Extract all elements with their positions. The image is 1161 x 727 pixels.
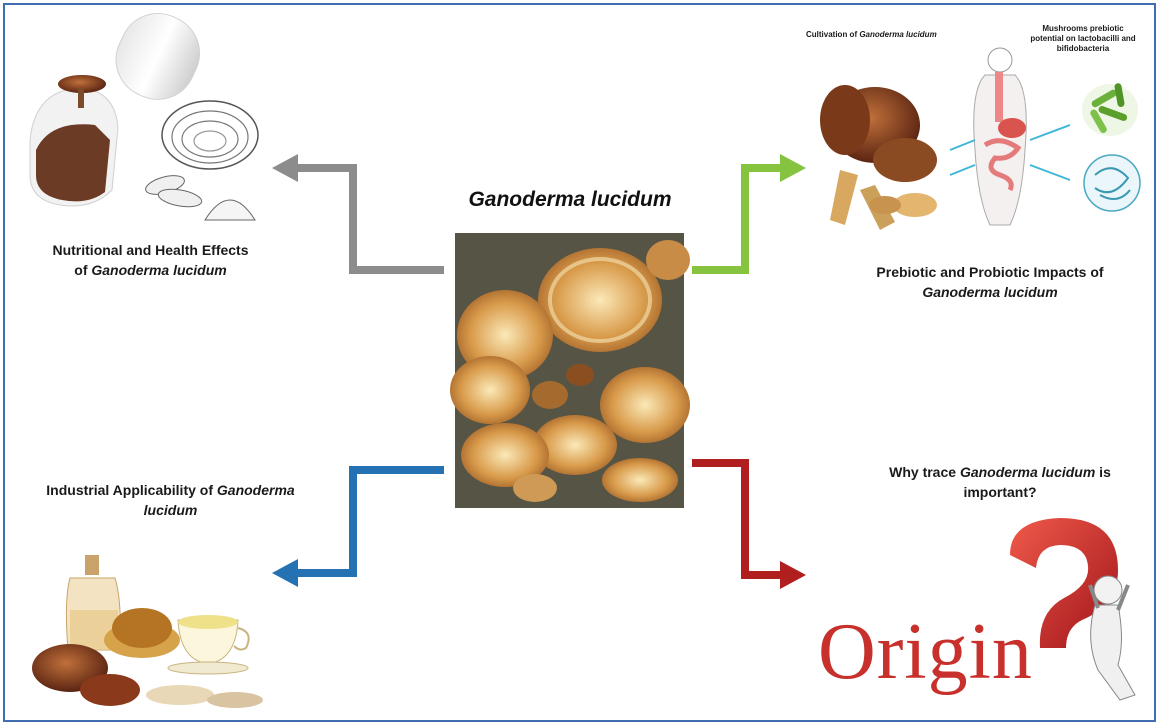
bottom-right-label-line1: Why trace Ganoderma lucidum is bbox=[889, 464, 1111, 480]
thinking-person-icon bbox=[1088, 575, 1136, 701]
bottom-left-label-line1: Industrial Applicability of Ganoderma bbox=[46, 482, 295, 498]
ganoderma-photo bbox=[450, 233, 690, 508]
cultivation-small-label: Cultivation of Ganoderma lucidum bbox=[806, 30, 937, 39]
prebiotic-small-label: Mushrooms prebiotic potential on lactoba… bbox=[1030, 24, 1136, 53]
arrow-top-left bbox=[272, 154, 444, 274]
arrow-top-right bbox=[692, 154, 806, 274]
oil-bottle-icon bbox=[65, 555, 121, 651]
bottom-left-label: Industrial Applicability of Ganoderma lu… bbox=[18, 480, 323, 521]
bottom-right-label-line2: important? bbox=[963, 484, 1037, 501]
arrow-bottom-right bbox=[692, 459, 806, 589]
bifidobacteria-icon bbox=[1083, 154, 1141, 212]
top-left-label: Nutritional and Health Effects of Ganode… bbox=[18, 240, 283, 281]
bottom-right-label: Why trace Ganoderma lucidum is important… bbox=[850, 462, 1150, 503]
mushroom-sketch-icon bbox=[161, 100, 259, 170]
question-mark-icon bbox=[1010, 518, 1118, 648]
dried-mushroom-slices-icon bbox=[145, 175, 256, 221]
mushroom-powder-bowl-icon bbox=[32, 608, 263, 708]
capsule-with-mushroom-icon bbox=[29, 13, 201, 207]
top-left-label-line2: of Ganoderma lucidum bbox=[74, 262, 227, 279]
bottom-left-label-line2: lucidum bbox=[143, 502, 198, 519]
top-right-label-line1: Prebiotic and Probiotic Impacts of bbox=[876, 264, 1104, 280]
center-title: Ganoderma lucidum bbox=[468, 188, 672, 211]
lactobacilli-bacteria-icon bbox=[1082, 83, 1138, 136]
arrow-bottom-left bbox=[272, 466, 444, 587]
human-digestive-system-icon bbox=[949, 47, 1071, 226]
top-left-label-line1: Nutritional and Health Effects bbox=[52, 242, 249, 258]
top-right-label-line2: Ganoderma lucidum bbox=[922, 284, 1058, 301]
cultivated-mushrooms-icon bbox=[820, 85, 937, 230]
top-right-label: Prebiotic and Probiotic Impacts of Ganod… bbox=[840, 262, 1140, 303]
tea-cup-icon bbox=[167, 615, 250, 675]
origin-word: Origin bbox=[818, 608, 1033, 696]
